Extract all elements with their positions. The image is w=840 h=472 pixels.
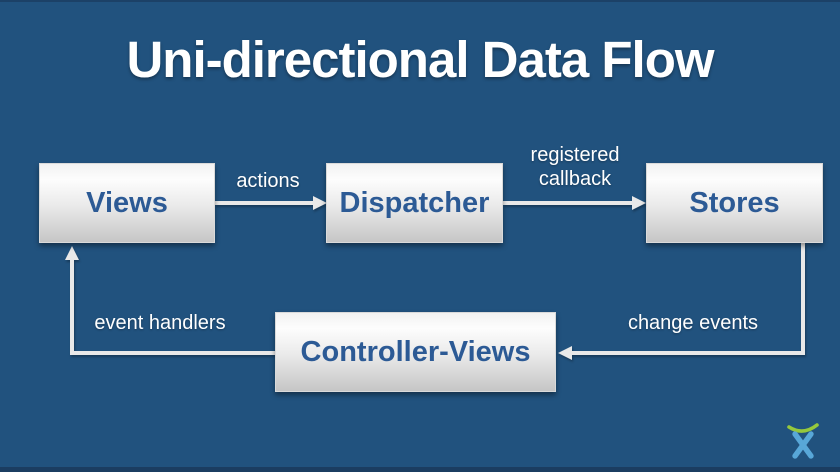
atlassian-logo bbox=[787, 423, 819, 459]
node-stores: Stores bbox=[646, 163, 823, 243]
edge-label-actions: actions bbox=[236, 170, 300, 192]
node-dispatcher: Dispatcher bbox=[326, 163, 503, 243]
edge-label-event-handlers: event handlers bbox=[94, 312, 226, 334]
slide-title: Uni-directional Data Flow bbox=[126, 31, 714, 88]
node-stores-label: Stores bbox=[689, 186, 780, 219]
bottom-bar bbox=[0, 467, 840, 472]
arrow-views-to-dispatcher bbox=[215, 196, 327, 210]
arrow-dispatcher-to-stores bbox=[503, 196, 646, 210]
node-controller-views: Controller-Views bbox=[275, 312, 556, 392]
node-views: Views bbox=[39, 163, 215, 243]
node-dispatcher-label: Dispatcher bbox=[339, 186, 490, 219]
node-views-label: Views bbox=[86, 186, 168, 219]
atlassian-logo-arc bbox=[787, 423, 819, 433]
arrow-controller-views-to-views bbox=[65, 246, 275, 355]
node-controller-views-label: Controller-Views bbox=[300, 335, 531, 368]
edge-label-change-events: change events bbox=[627, 312, 759, 334]
edge-label-registered-callback: registered callback bbox=[530, 144, 620, 190]
arrow-stores-to-controller-views bbox=[558, 243, 805, 360]
slide-top-edge bbox=[0, 0, 840, 2]
atlassian-logo-figure-stroke bbox=[792, 431, 814, 459]
